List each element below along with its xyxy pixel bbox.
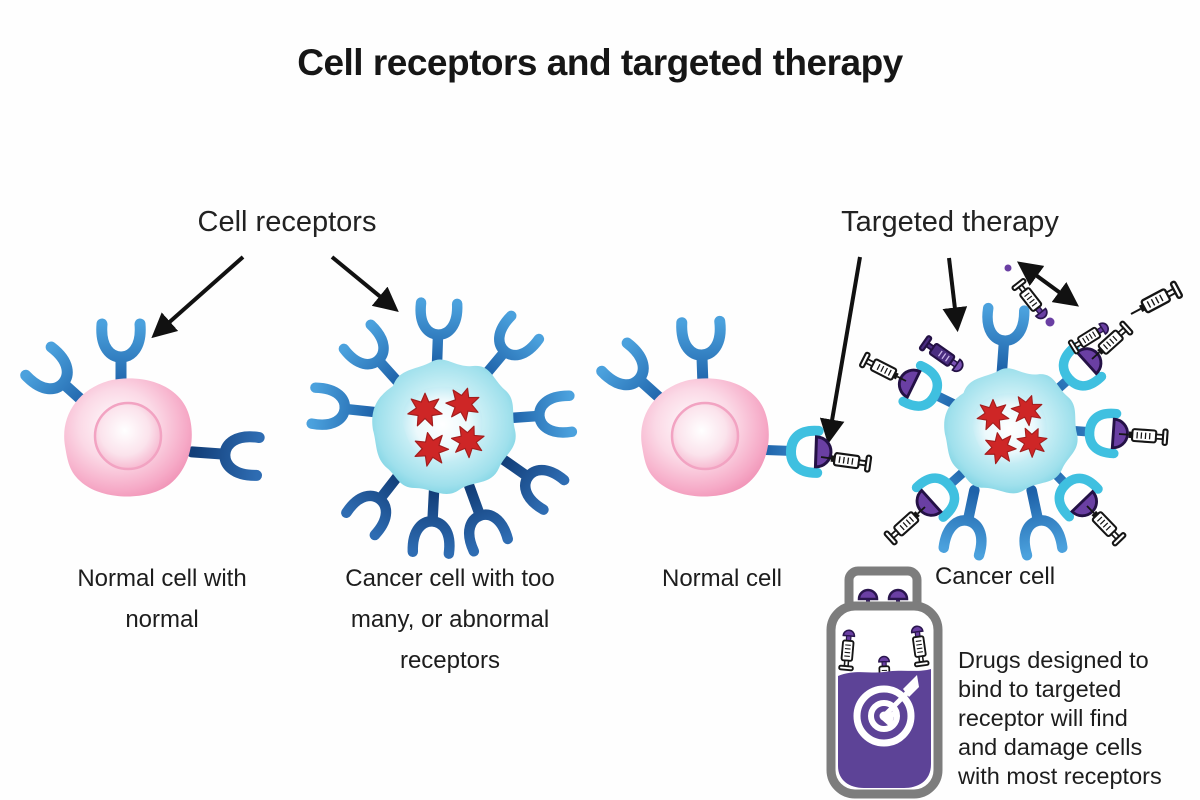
caption-cancer-cell-right: Cancer cell — [934, 563, 1056, 590]
dart-tip — [881, 709, 896, 728]
note-line: Drugs designed to — [958, 647, 1149, 673]
target-icon — [853, 675, 919, 747]
syringe-icon — [1080, 499, 1128, 548]
caption-line: Normal cell with — [77, 565, 247, 592]
annotation-targeted-therapy: Targeted therapy — [841, 206, 1059, 238]
caption-line: many, or abnormal — [350, 606, 550, 633]
cell-nucleus — [670, 401, 740, 471]
caption-normal-cell-left: Normal cell with normal — [77, 558, 246, 640]
drug-droplet — [1004, 264, 1012, 272]
normal-cell-right-illustration — [602, 321, 873, 497]
caption-normal-cell-right: Normal cell — [661, 565, 783, 592]
arrow-cell-receptors-left — [151, 255, 245, 339]
receptor-icon — [452, 480, 508, 551]
receptor-icon — [413, 489, 453, 554]
arrow-targeted-therapy-left — [819, 256, 862, 445]
receptor-icon — [507, 396, 572, 437]
cancer-cell-right-illustration — [858, 264, 1184, 556]
annotation-arrows — [151, 255, 1080, 445]
receptor-icon — [312, 387, 378, 430]
receptor-icon — [419, 303, 458, 367]
receptor-icon — [984, 308, 1025, 373]
caption-line: receptors — [399, 647, 501, 674]
arrow-cell-receptors-right — [330, 255, 399, 312]
cell-nucleus — [93, 401, 163, 471]
caption-line: Cancer cell with too — [345, 565, 555, 592]
drug-vial-icon — [826, 566, 943, 799]
caption-cancer-cell-left: Cancer cell with too many, or abnormal r… — [345, 558, 554, 681]
caption-line: normal — [125, 606, 199, 633]
note-line: with most receptors — [958, 763, 1162, 789]
annotation-cell-receptors: Cell receptors — [197, 206, 377, 238]
drug-note: Drugs designed to bind to targeted recep… — [958, 646, 1162, 791]
drug-syringe-icon — [1010, 277, 1052, 323]
syringe-icon — [1125, 279, 1184, 323]
note-line: bind to targeted — [958, 676, 1122, 702]
syringe-icon — [882, 500, 932, 547]
cancer-cell-left-illustration — [312, 303, 572, 554]
note-line: and damage cells — [958, 734, 1143, 760]
receptor-icon — [191, 433, 260, 476]
normal-cell-left-illustration — [26, 324, 260, 497]
arrow-targeted-therapy-down — [942, 257, 968, 333]
note-line: receptor will find — [958, 705, 1128, 731]
dart-fletching — [903, 675, 919, 697]
arrow-double-headed — [1016, 261, 1080, 307]
bound-receptor-icon — [761, 429, 831, 474]
drug-droplet — [1045, 317, 1055, 327]
diagram-title: Cell receptors and targeted therapy — [297, 42, 903, 83]
